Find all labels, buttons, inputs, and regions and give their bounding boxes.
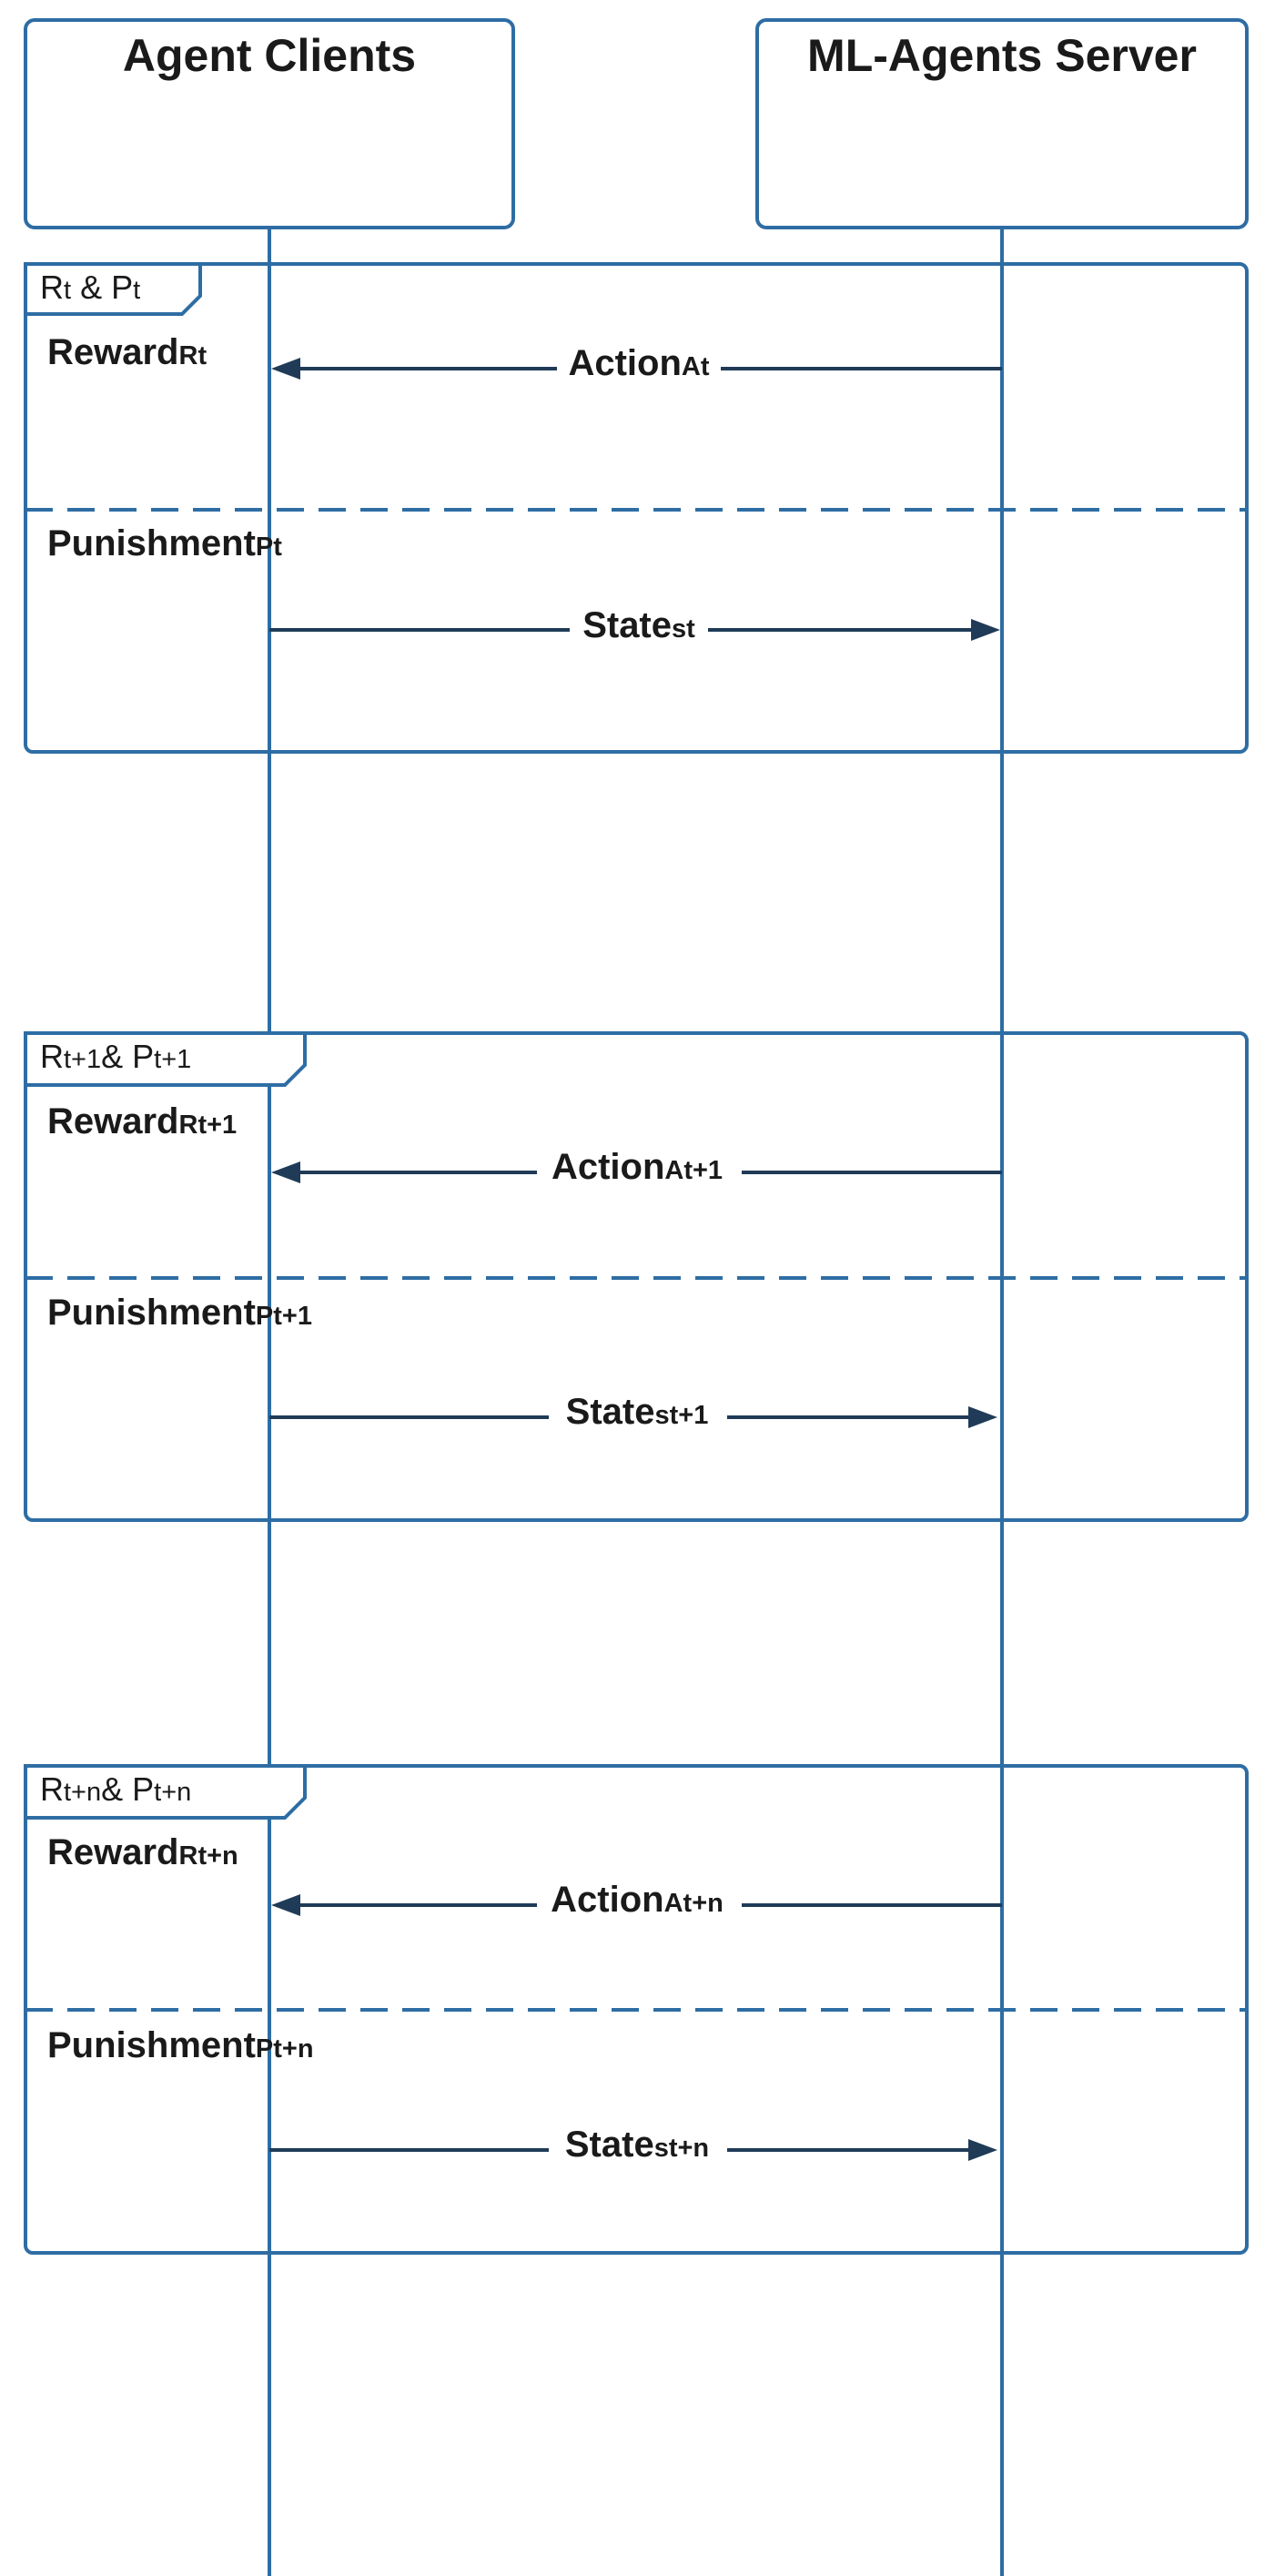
action-arrowhead xyxy=(271,358,300,380)
action-arrowhead xyxy=(271,1161,300,1183)
punishment-label: PunishmentPt+1 xyxy=(47,1293,312,1333)
state-arrowhead xyxy=(971,619,1000,641)
frame-tab-label: Rt & Pt xyxy=(40,269,140,306)
frame-tab xyxy=(24,1031,307,1087)
participant-title-right: ML-Agents Server xyxy=(807,30,1197,81)
reward-label: RewardRt+n xyxy=(47,1832,238,1872)
punishment-label: PunishmentPt+n xyxy=(47,2025,314,2065)
state-label: Statest+n xyxy=(565,2125,709,2165)
interaction-frame-t-plus-1: Rt+1& Pt+1 RewardRt+1 PunishmentPt+1 Act… xyxy=(24,1031,1249,1522)
action-arrowhead xyxy=(271,1894,300,1916)
frame-tab xyxy=(24,1764,307,1820)
punishment-label: PunishmentPt xyxy=(47,523,282,563)
interaction-frame-t-plus-n: Rt+n& Pt+n RewardRt+n PunishmentPt+n Act… xyxy=(24,1764,1249,2255)
state-arrowhead xyxy=(968,2139,997,2161)
action-label: ActionAt xyxy=(568,343,709,383)
state-arrowhead xyxy=(968,1406,997,1428)
action-label: ActionAt+1 xyxy=(552,1147,723,1187)
participant-title-left: Agent Clients xyxy=(123,30,416,81)
frame-tab xyxy=(24,262,202,316)
reward-label: RewardRt+1 xyxy=(47,1101,237,1141)
interaction-frame-t: Rt & Pt RewardRt PunishmentPt ActionAt S… xyxy=(24,262,1249,754)
action-label: ActionAt+n xyxy=(551,1880,724,1920)
reward-label: RewardRt xyxy=(47,332,207,372)
state-label: Statest+1 xyxy=(566,1392,709,1432)
state-label: Statest xyxy=(582,605,695,645)
frame-tab-label: Rt+1& Pt+1 xyxy=(40,1038,191,1075)
frame-tab-label: Rt+n& Pt+n xyxy=(40,1770,191,1808)
